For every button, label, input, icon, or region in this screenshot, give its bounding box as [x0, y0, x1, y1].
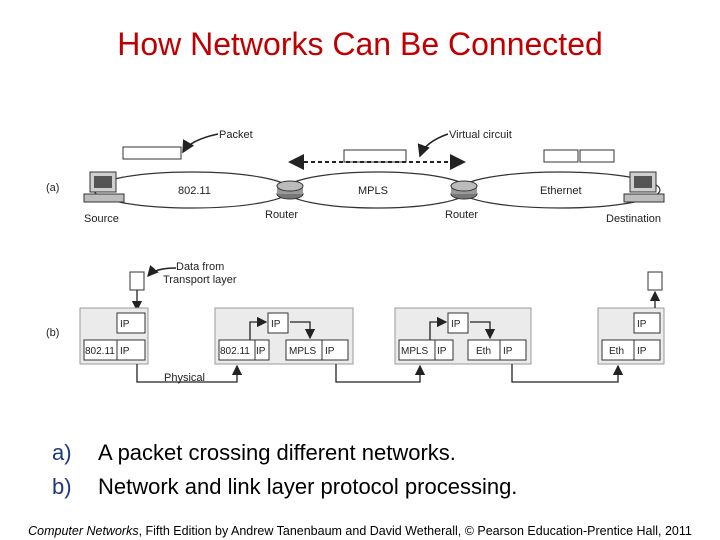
dest-ip-cell: IP	[637, 319, 647, 330]
network-mpls-label: MPLS	[358, 185, 388, 197]
router1-ip-cell-2: IP	[256, 346, 266, 357]
router-1-label: Router	[265, 209, 298, 221]
router2-down-arrow	[470, 321, 496, 340]
data-from-label-1: Data from	[176, 261, 224, 273]
caption-b-marker: b)	[52, 474, 72, 499]
physical-link-3	[511, 364, 624, 383]
source-ip-cell-2: IP	[120, 346, 130, 357]
router2-ip-cell-2: IP	[437, 346, 447, 357]
router2-eth-cell: Eth	[476, 346, 491, 357]
part-b-marker: (b)	[46, 327, 59, 339]
caption-b: b) Network and link layer protocol proces…	[52, 474, 517, 500]
footer-rest: , Fifth Edition by Andrew Tanenbaum and …	[138, 524, 692, 538]
source-80211-cell: 802.11	[85, 346, 115, 357]
router1-down-arrow	[290, 321, 316, 340]
footer-book-title: Computer Networks	[28, 524, 139, 538]
footer-citation: Computer Networks, Fifth Edition by Andr…	[0, 524, 720, 538]
packet-box-3b	[579, 149, 615, 163]
router-1-icon	[276, 180, 304, 200]
source-computer-icon	[83, 171, 125, 203]
network-diagram: (a) Packet Virtual circuit 802.11 MPLS E…	[46, 129, 665, 384]
router2-mpls-cell: MPLS	[401, 346, 429, 357]
network-80211-label: 802.11	[178, 185, 211, 197]
physical-link-2	[335, 364, 426, 383]
router1-mpls-cell: MPLS	[289, 346, 317, 357]
router-2-label: Router	[445, 209, 478, 221]
router1-80211-cell: 802.11	[220, 346, 250, 357]
physical-link-1	[136, 364, 243, 383]
packet-box-1	[122, 146, 182, 160]
caption-a-text: A packet crossing different networks.	[98, 440, 456, 465]
data-from-arrow	[147, 264, 177, 278]
network-ethernet-label: Ethernet	[540, 185, 582, 197]
router-2-stack: IP MPLS IP Eth IP	[394, 307, 532, 365]
vc-label: Virtual circuit	[449, 129, 512, 141]
dest-ip-cell-2: IP	[637, 346, 647, 357]
vc-arrow	[417, 133, 449, 158]
packet-arrow	[182, 133, 219, 154]
router-1-stack: IP 802.11 IP MPLS IP	[214, 307, 354, 365]
caption-a: a) A packet crossing different networks.	[52, 440, 456, 466]
source-data-box	[129, 271, 145, 291]
dest-data-box	[647, 271, 663, 291]
caption-a-marker: a)	[52, 440, 72, 465]
data-from-label-2: Transport layer	[163, 274, 237, 286]
packet-label: Packet	[219, 129, 253, 141]
part-a-marker: (a)	[46, 182, 59, 194]
source-stack: IP 802.11 IP	[79, 307, 149, 365]
router2-up-arrow	[429, 316, 448, 340]
router1-ip-cell-3: IP	[325, 346, 335, 357]
physical-label: Physical	[164, 372, 205, 384]
slide-title: How Networks Can Be Connected	[117, 26, 603, 62]
destination-stack: IP Eth IP	[597, 307, 665, 365]
source-ip-cell: IP	[120, 319, 130, 330]
destination-label: Destination	[606, 213, 661, 225]
caption-b-text: Network and link layer protocol processi…	[98, 474, 518, 499]
router2-ip-cell-3: IP	[503, 346, 513, 357]
source-label: Source	[84, 213, 119, 225]
dest-eth-cell: Eth	[609, 346, 624, 357]
destination-computer-icon	[623, 171, 665, 203]
router1-ip-cell: IP	[271, 319, 281, 330]
router1-up-arrow	[249, 316, 268, 340]
router2-ip-cell: IP	[451, 319, 461, 330]
router-2-icon	[450, 180, 478, 200]
packet-box-2	[343, 149, 407, 163]
packet-box-3a	[543, 149, 579, 163]
